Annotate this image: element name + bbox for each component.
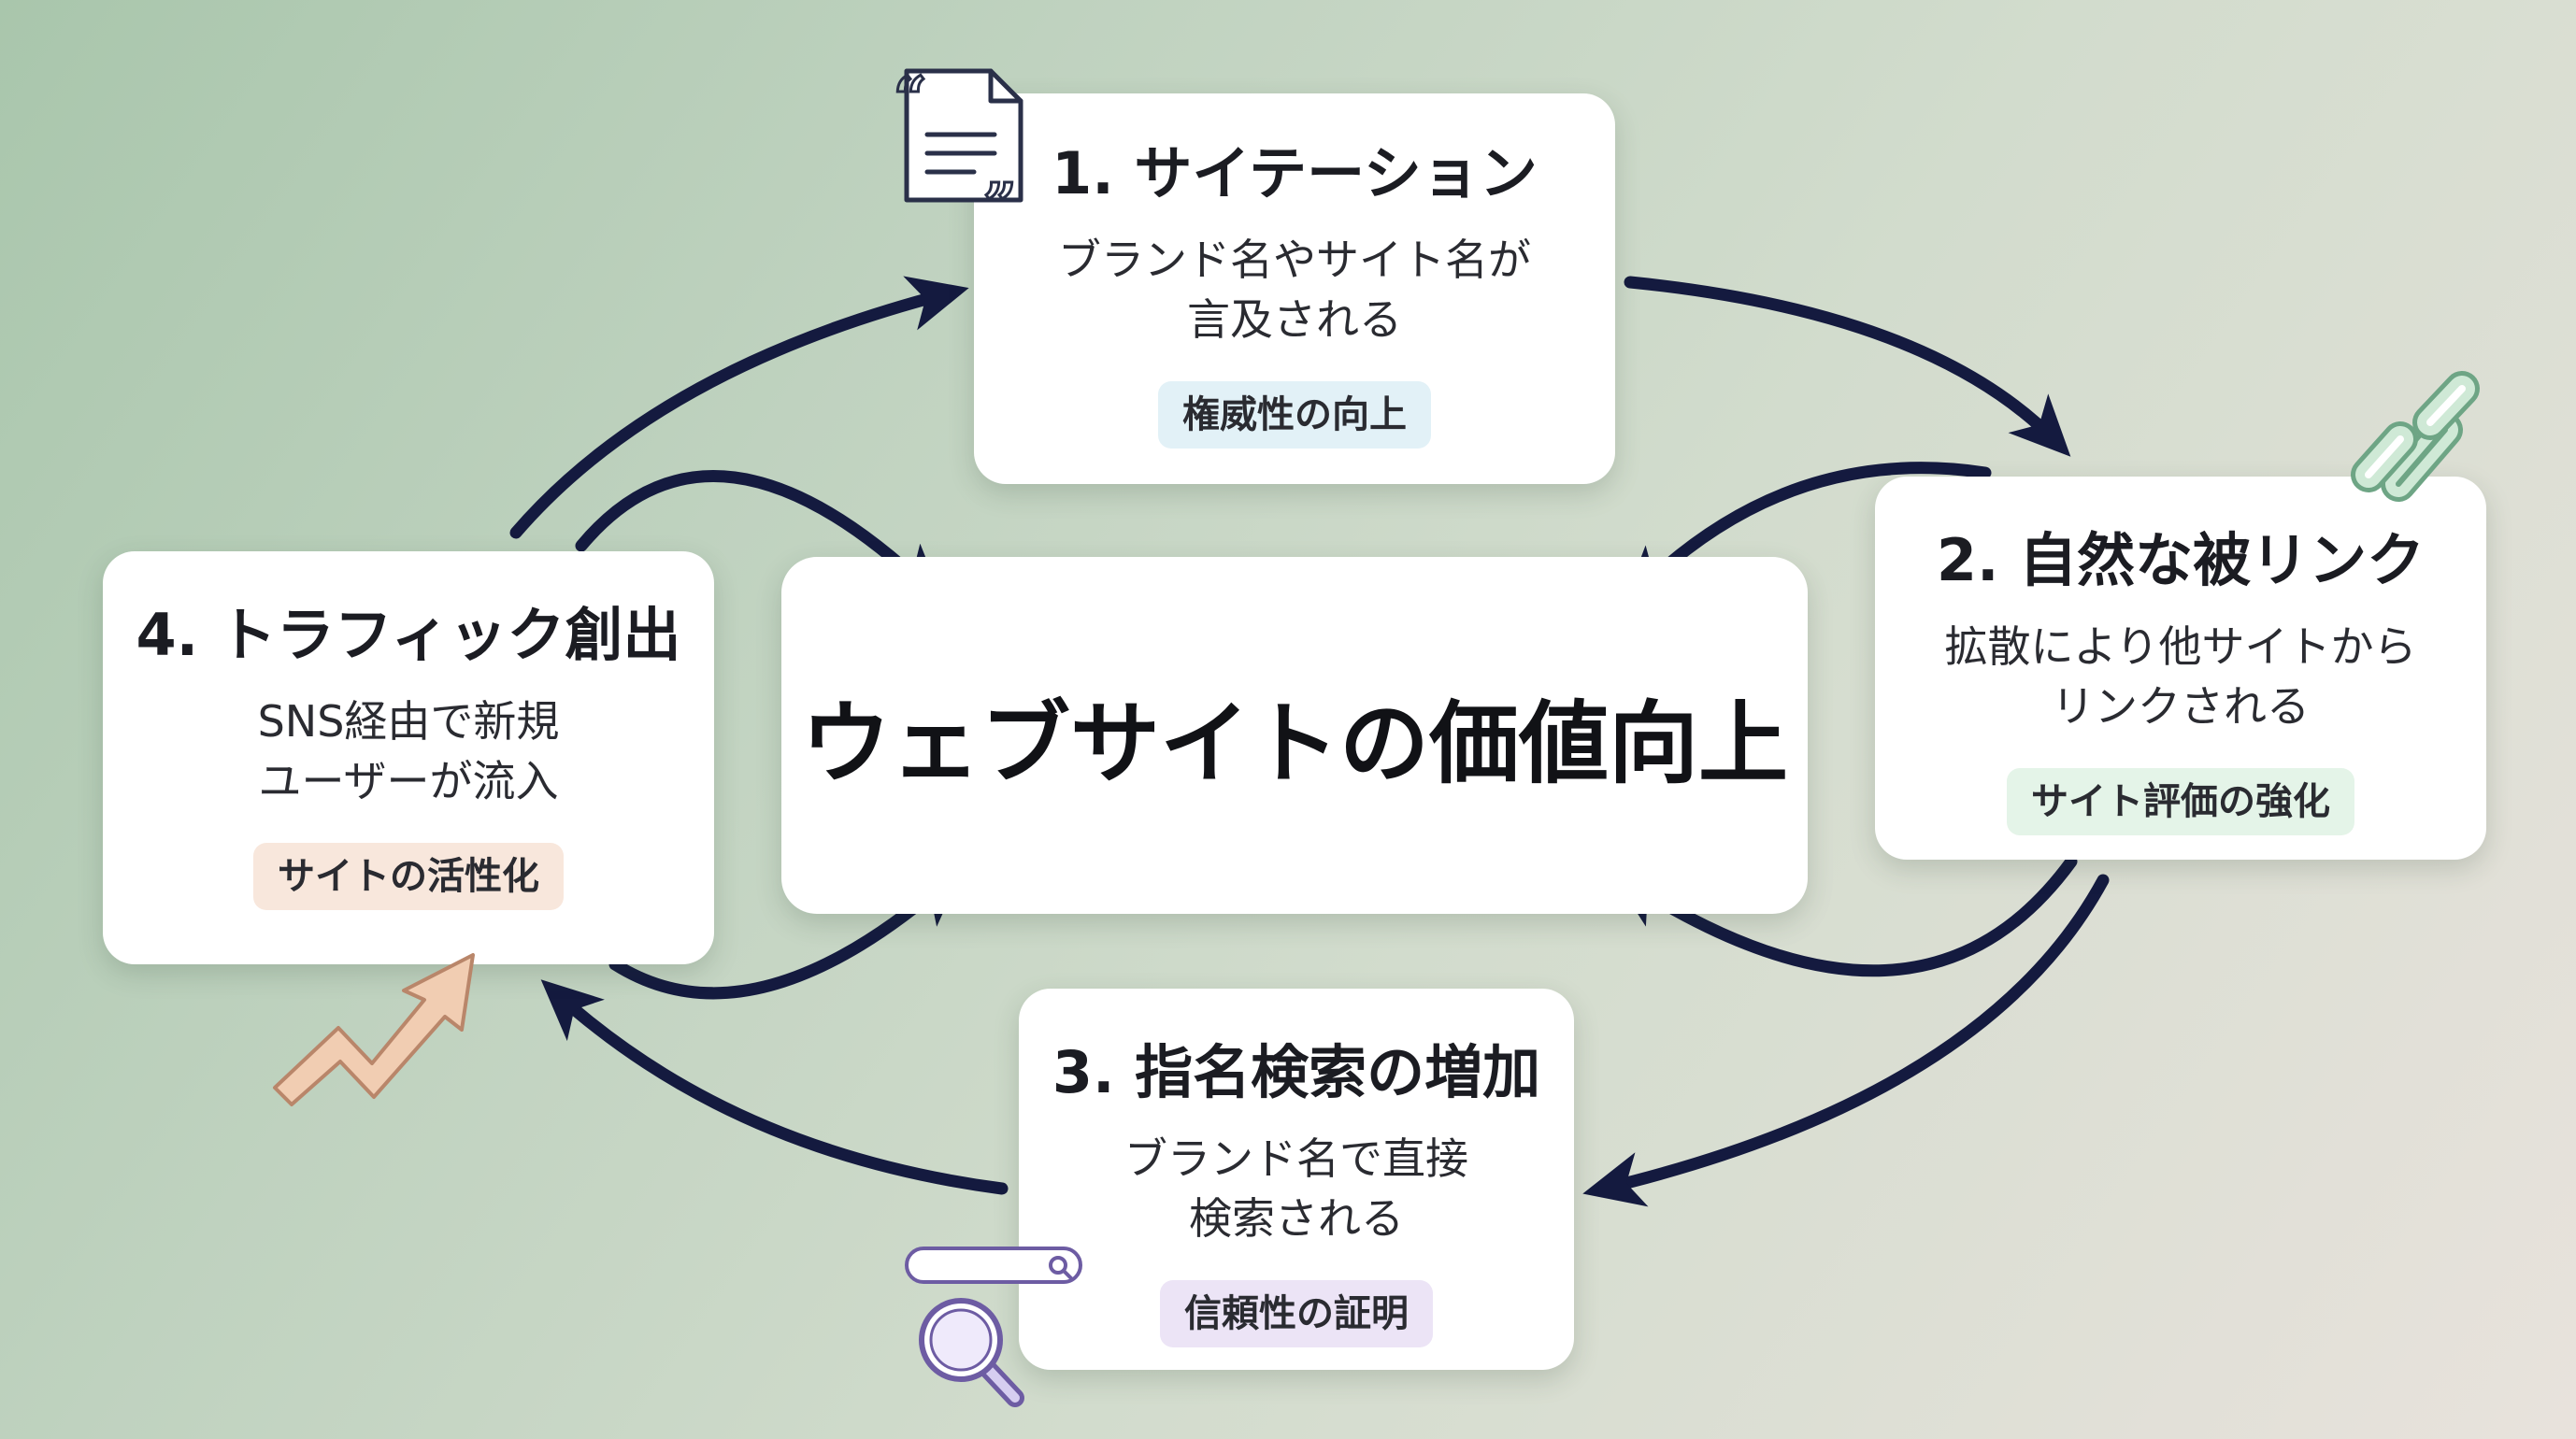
step-title: 3. 指名検索の増加	[1052, 1038, 1541, 1106]
step-description-line: リンクされる	[2052, 681, 2310, 733]
svg-text:”: ”	[983, 170, 1017, 238]
step-tag: 信頼性の証明	[1160, 1280, 1433, 1348]
step-description-line: 検索される	[1189, 1193, 1404, 1245]
step-title: 1. サイテーション	[1052, 139, 1538, 207]
step-description: SNS経由で新規 ユーザーが流入	[258, 691, 560, 811]
arrow-step1-to-center	[575, 470, 945, 606]
arrow-step3-to-center	[1610, 855, 2078, 977]
step-card-branded-search: 3. 指名検索の増加 ブランド名で直接 検索される 信頼性の証明	[1019, 989, 1574, 1370]
diagram-canvas: “ ” ウェブサイトの価値向上 1. サイテーショ	[4, 4, 2572, 1435]
center-title: ウェブサイトの価値向上	[801, 691, 1788, 796]
step-tag: 権威性の向上	[1158, 381, 1431, 449]
step-description-line: SNS経由で新規	[257, 696, 560, 748]
chain-link-icon	[2351, 371, 2480, 502]
step-card-traffic: 4. トラフィック創出 SNS経由で新規 ユーザーが流入 サイトの活性化	[103, 551, 714, 964]
cycle-arrows	[509, 276, 2110, 1207]
arrow-step3-to-step4	[540, 979, 1009, 1195]
step-description-line: 拡散により他サイトから	[1944, 621, 2417, 673]
arrow-step4-to-step1	[509, 276, 969, 539]
step-description-line: 言及される	[1187, 294, 1402, 346]
arrow-step2-to-step3	[1582, 874, 2110, 1207]
step-description-line: ユーザーが流入	[258, 756, 559, 807]
step-tag: サイト評価の強化	[2007, 768, 2354, 836]
step-card-citation: 1. サイテーション ブランド名やサイト名が 言及される 権威性の向上	[974, 93, 1615, 484]
step-card-backlinks: 2. 自然な被リンク 拡散により他サイトから リンクされる サイト評価の強化	[1875, 477, 2486, 860]
arrow-step1-to-step2	[1624, 276, 2071, 457]
step-description: 拡散により他サイトから リンクされる	[1944, 617, 2416, 736]
quote-document-icon: “ ”	[893, 63, 1023, 240]
arrow-step4-to-center	[608, 865, 965, 1000]
svg-text:“: “	[894, 64, 927, 132]
search-bar-magnifier-icon	[905, 1247, 1082, 1407]
step-description-line: ブランド名で直接	[1124, 1133, 1468, 1185]
step-title: 2. 自然な被リンク	[1936, 526, 2426, 594]
step-description: ブランド名やサイト名が 言及される	[1058, 230, 1531, 349]
step-tag: サイトの活性化	[253, 843, 564, 911]
arrow-step2-to-center	[1622, 462, 1992, 608]
center-goal-card: ウェブサイトの価値向上	[781, 557, 1808, 914]
step-description-line: ブランド名やサイト名が	[1058, 235, 1531, 286]
trending-up-arrow-icon	[273, 953, 475, 1106]
step-description: ブランド名で直接 検索される	[1124, 1129, 1468, 1248]
step-title: 4. トラフィック創出	[136, 601, 681, 669]
